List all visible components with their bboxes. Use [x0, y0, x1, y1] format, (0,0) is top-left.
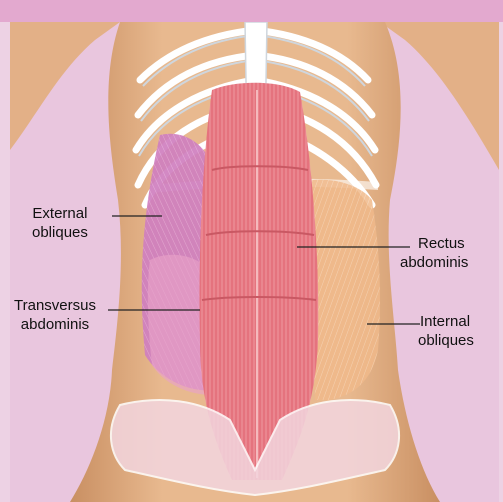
internal-obliques-label: Internal obliques [418, 312, 474, 350]
header-band [0, 0, 503, 22]
transversus-abdominis-label-line1: Transversus [14, 296, 96, 315]
rectus-abdominis-label: Rectus abdominis [412, 234, 468, 272]
external-obliques-label-line2: obliques [32, 223, 88, 242]
internal-obliques-label-line1: Internal [418, 312, 474, 331]
transversus-abdominis-label: Transversus abdominis [14, 296, 96, 334]
internal-obliques-muscle [312, 180, 380, 400]
external-obliques-label-line1: External [32, 204, 88, 223]
left-frame-border [0, 22, 10, 502]
external-obliques-label: External obliques [32, 204, 88, 242]
internal-obliques-label-line2: obliques [418, 331, 474, 350]
rectus-abdominis-label-line2: abdominis [400, 253, 468, 272]
transversus-abdominis-label-line2: abdominis [14, 315, 96, 334]
right-frame-border [499, 22, 503, 502]
left-arm [10, 22, 120, 150]
rectus-abdominis-label-line1: Rectus [412, 234, 468, 253]
